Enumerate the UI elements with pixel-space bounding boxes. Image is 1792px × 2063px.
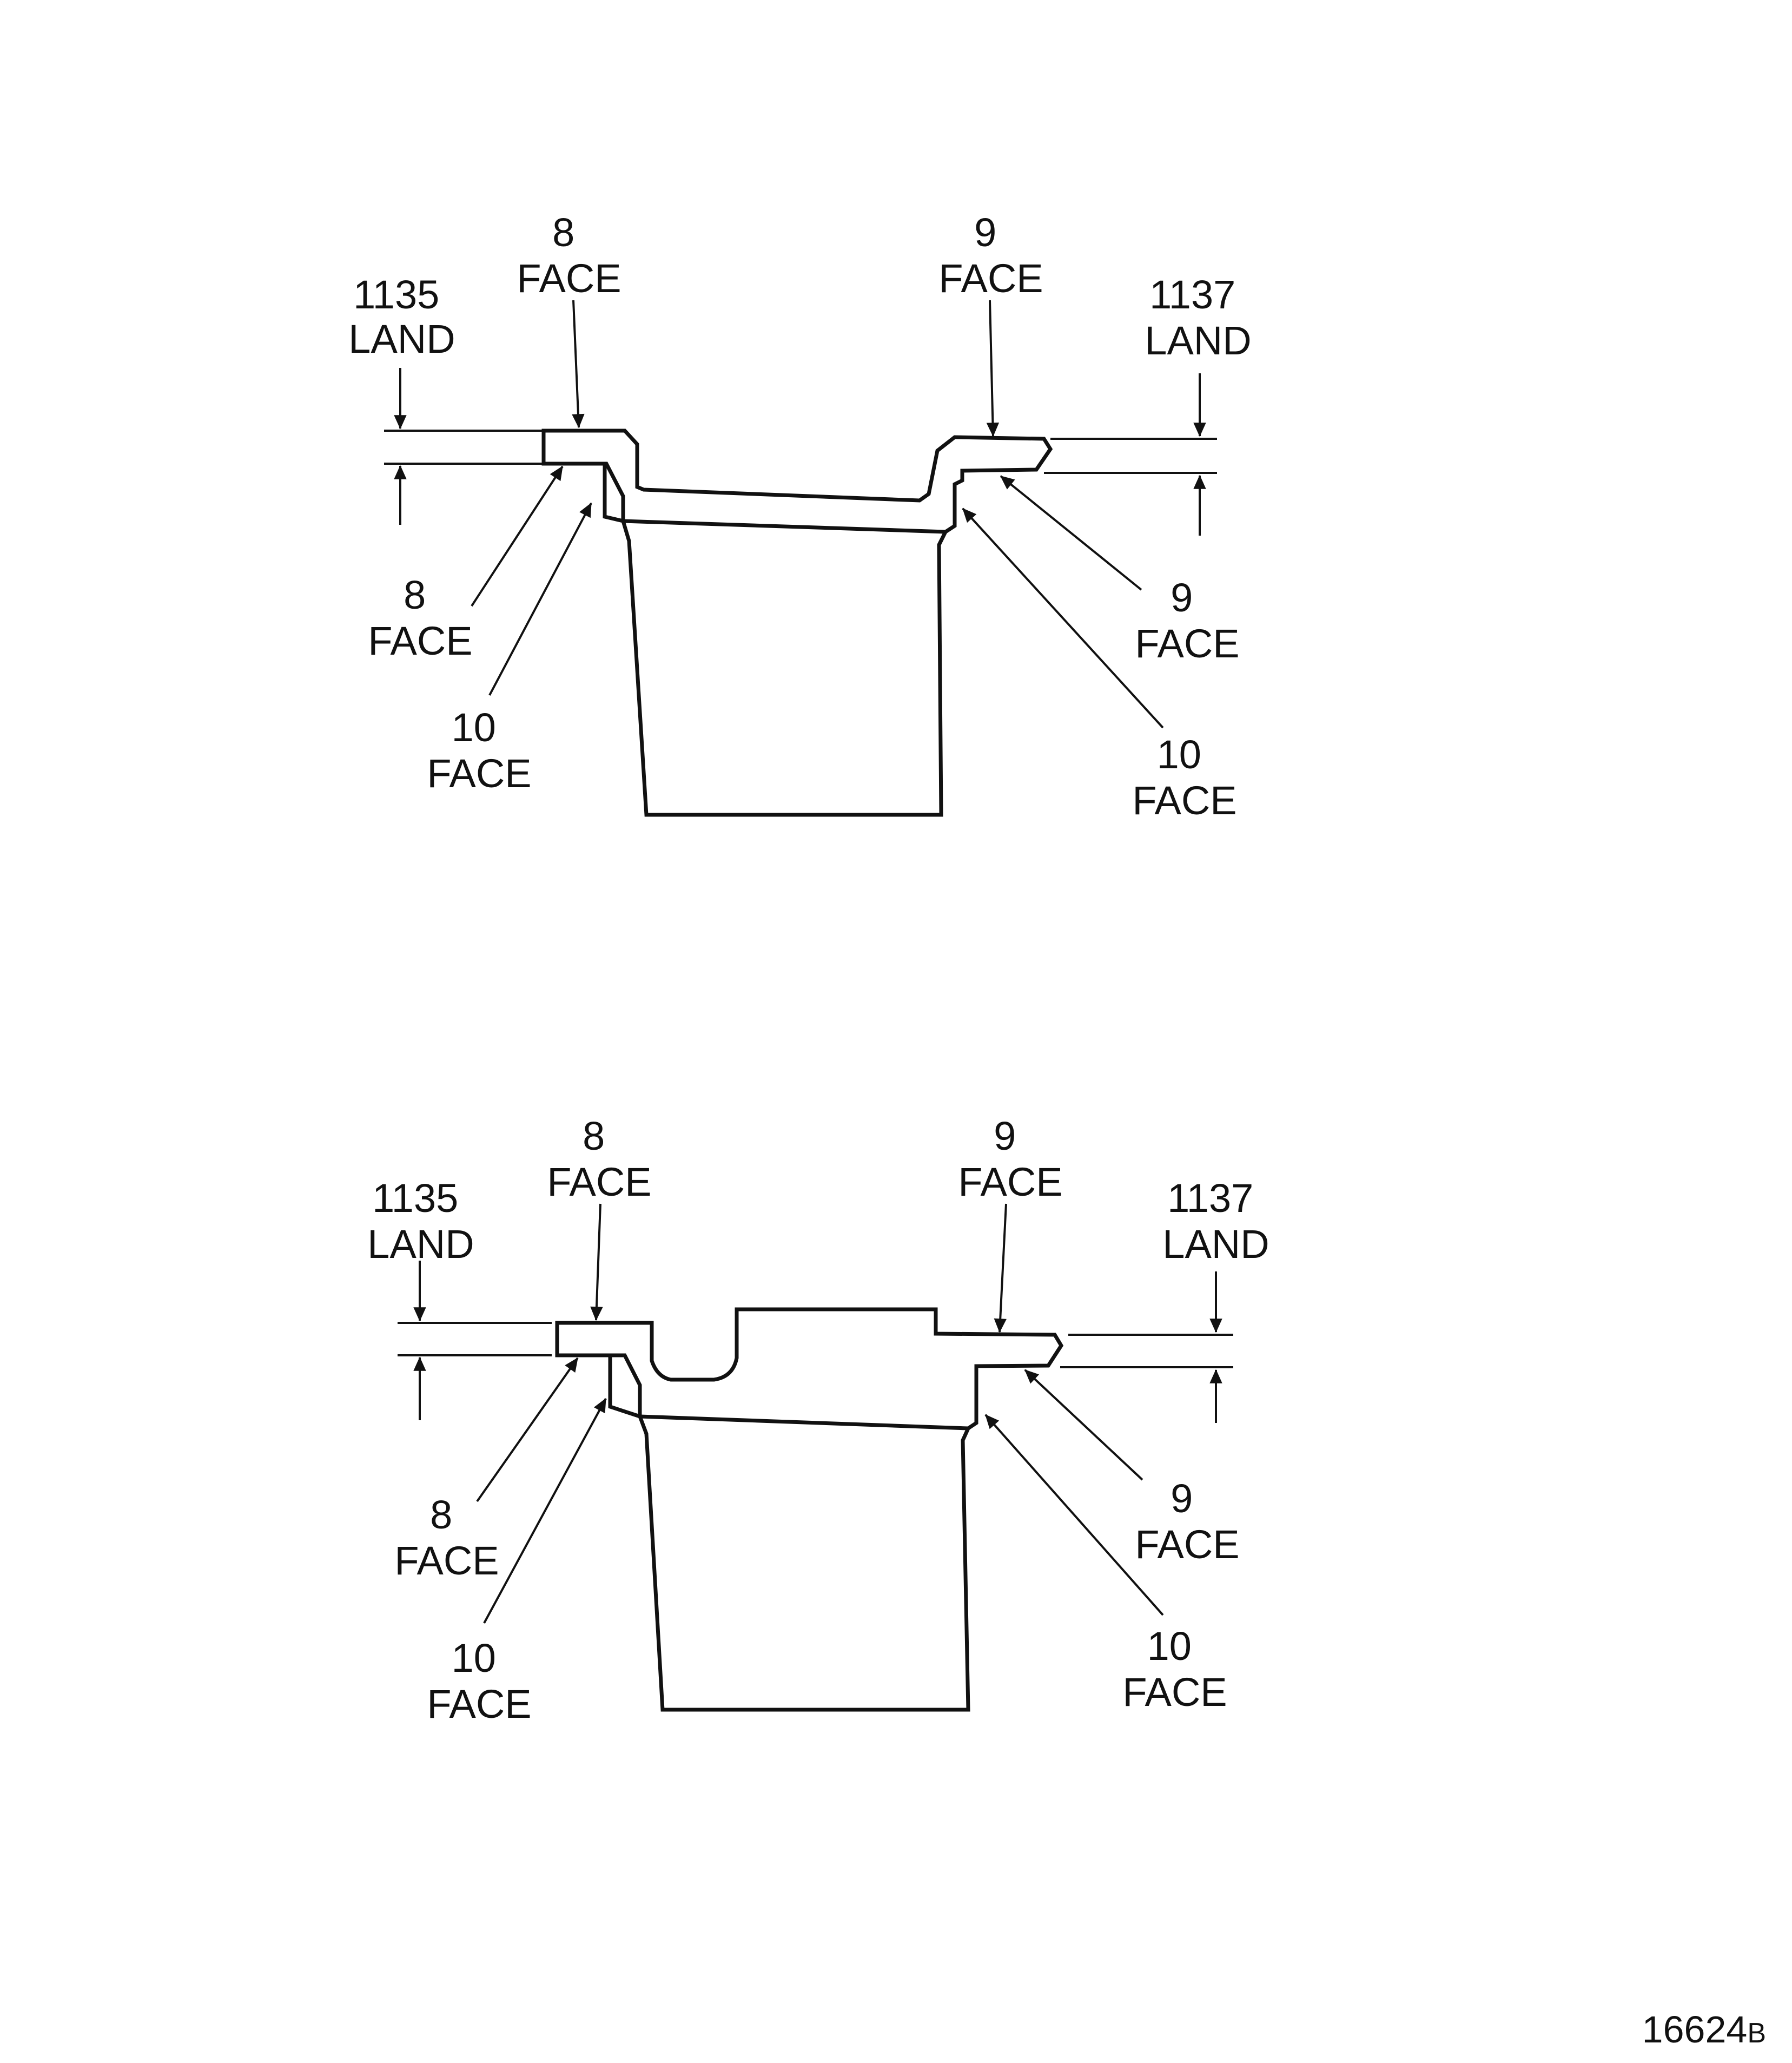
top-label-10-face-left: 10 FACE <box>427 705 531 796</box>
bottom-view: 8 FACE 9 FACE 1135 LAND 1137 LAND 8 FACE… <box>367 1113 1269 1726</box>
top-platform-inner-line <box>603 464 946 534</box>
bottom-label-8-face-bottom: 8 FACE <box>394 1492 499 1583</box>
bottom-10-face-right-leader <box>984 1414 1164 1616</box>
top-profile-outline <box>541 429 1053 817</box>
top-9-face-bottom-leader <box>1000 475 1142 591</box>
figure-number: 16624B <box>1642 2008 1766 2051</box>
bottom-label-10-face-right: 10 FACE <box>1122 1624 1227 1715</box>
bottom-9-face-top-leader <box>994 1203 1007 1333</box>
top-label-8-face-top: 8 FACE <box>517 210 621 301</box>
bottom-10-face-left-leader <box>483 1398 607 1624</box>
top-label-1135-land: 1135 LAND <box>348 272 455 361</box>
bottom-label-9-face-bottom: 9 FACE <box>1135 1476 1239 1567</box>
bottom-label-9-face-top: 9 FACE <box>958 1113 1062 1204</box>
bottom-profile-outline <box>555 1307 1064 1712</box>
top-label-9-face-bottom: 9 FACE <box>1135 575 1239 666</box>
bottom-8-face-top-leader <box>590 1203 603 1321</box>
bottom-label-8-face-top: 8 FACE <box>547 1113 651 1204</box>
figure-number-suffix: B <box>1747 2018 1766 2049</box>
top-8-face-top-leader <box>572 300 585 429</box>
top-label-1137-land: 1137 LAND <box>1145 272 1251 363</box>
bottom-9-face-bottom-leader <box>1024 1369 1143 1481</box>
figure-number-main: 16624 <box>1642 2008 1748 2051</box>
top-8-face-bottom-leader <box>471 465 564 607</box>
bottom-platform-inner-line <box>608 1355 969 1431</box>
top-label-9-face-top: 9 FACE <box>938 210 1043 301</box>
bottom-label-1137-land: 1137 LAND <box>1162 1176 1269 1267</box>
bottom-8-face-bottom-leader <box>476 1357 579 1502</box>
top-10-face-right-leader <box>962 507 1164 729</box>
top-9-face-top-leader <box>986 300 1000 437</box>
top-10-face-left-leader <box>488 502 592 696</box>
top-view: 8 FACE 9 FACE 1135 LAND 1137 LAND 8 FACE… <box>348 210 1251 823</box>
top-label-10-face-right: 10 FACE <box>1132 732 1236 823</box>
top-label-8-face-bottom: 8 FACE <box>368 572 472 663</box>
bottom-label-10-face-left: 10 FACE <box>427 1636 531 1726</box>
bottom-label-1135-land: 1135 LAND <box>367 1176 474 1267</box>
